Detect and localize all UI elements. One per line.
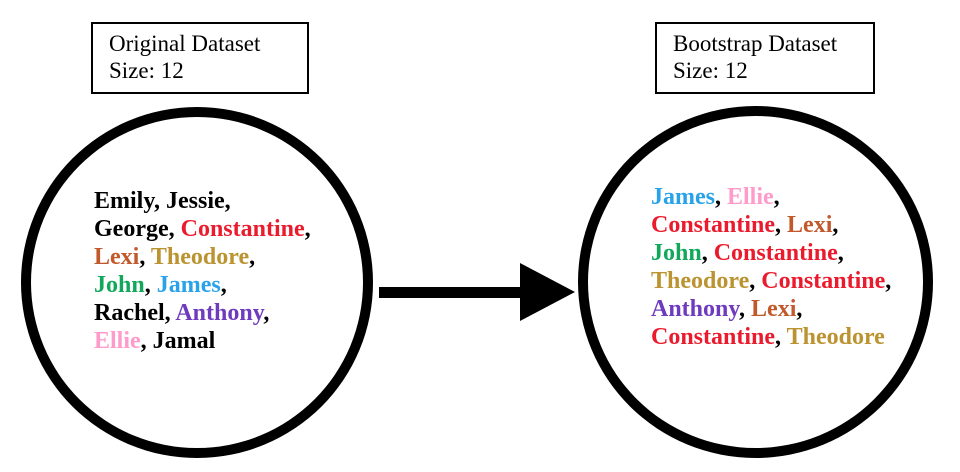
comma-separator: ,	[714, 184, 727, 210]
comma-separator: ,	[775, 212, 788, 238]
comma-separator: ,	[749, 268, 762, 294]
comma-separator: ,	[773, 184, 780, 210]
name-james: James	[651, 184, 715, 210]
name-line: Rachel, Anthony,	[94, 299, 311, 327]
bootstrap-dataset-title: Bootstrap Dataset	[673, 31, 838, 56]
name-line: James, Ellie,	[651, 183, 891, 211]
bootstrap-dataset-label-box: Bootstrap Dataset Size: 12	[655, 22, 875, 94]
name-anthony: Anthony	[651, 296, 740, 322]
bootstrap-names-list: James, Ellie,Constantine, Lexi,John, Con…	[651, 183, 891, 351]
name-george: George	[94, 216, 169, 242]
name-jessie: Jessie	[166, 188, 225, 214]
comma-separator: ,	[164, 300, 176, 326]
name-line: Theodore, Constantine,	[651, 267, 891, 295]
name-constantine: Constantine	[180, 216, 305, 242]
comma-separator: ,	[144, 272, 157, 298]
name-lexi: Lexi	[787, 212, 833, 238]
comma-separator: ,	[249, 244, 256, 270]
comma-separator: ,	[224, 188, 231, 214]
name-anthony: Anthony	[175, 300, 264, 326]
name-line: Emily, Jessie,	[94, 187, 311, 215]
bootstrap-dataset-circle	[578, 106, 933, 458]
name-constantine: Constantine	[761, 268, 886, 294]
name-theodore: Theodore	[786, 324, 885, 350]
name-line: Anthony, Lexi,	[651, 295, 891, 323]
name-ellie: Ellie	[94, 328, 141, 354]
name-constantine: Constantine	[651, 212, 776, 238]
bootstrap-dataset-size: Size: 12	[673, 58, 748, 83]
name-james: James	[156, 272, 221, 298]
name-line: Constantine, Theodore	[651, 323, 891, 351]
comma-separator: ,	[739, 296, 752, 322]
name-line: Constantine, Lexi,	[651, 211, 891, 239]
name-line: John, James,	[94, 271, 311, 299]
name-line: John, Constantine,	[651, 239, 891, 267]
comma-separator: ,	[796, 296, 803, 322]
name-theodore: Theodore	[150, 244, 250, 270]
name-lexi: Lexi	[751, 296, 797, 322]
name-ellie: Ellie	[726, 184, 774, 210]
comma-separator: ,	[701, 240, 714, 266]
name-line: George, Constantine,	[94, 215, 311, 243]
name-line: Lexi, Theodore,	[94, 243, 311, 271]
original-names-list: Emily, Jessie,George, Constantine,Lexi, …	[94, 187, 311, 355]
original-dataset-label-box: Original Dataset Size: 12	[91, 22, 309, 94]
comma-separator: ,	[140, 328, 153, 354]
comma-separator: ,	[885, 268, 892, 294]
comma-separator: ,	[139, 244, 151, 270]
comma-separator: ,	[220, 272, 227, 298]
name-emily: Emily	[94, 188, 155, 214]
name-rachel: Rachel	[94, 300, 165, 326]
comma-separator: ,	[168, 216, 181, 242]
name-john: John	[94, 272, 145, 298]
name-theodore: Theodore	[651, 268, 750, 294]
arrow-head	[520, 263, 575, 321]
comma-separator: ,	[304, 216, 311, 242]
arrow-shaft	[379, 287, 525, 298]
comma-separator: ,	[775, 324, 787, 350]
name-constantine: Constantine	[713, 240, 838, 266]
comma-separator: ,	[263, 300, 270, 326]
original-dataset-circle	[21, 107, 373, 458]
name-constantine: Constantine	[651, 324, 776, 350]
original-dataset-size: Size: 12	[109, 58, 184, 83]
comma-separator: ,	[832, 212, 839, 238]
name-line: Ellie, Jamal	[94, 327, 311, 355]
comma-separator: ,	[837, 240, 844, 266]
name-lexi: Lexi	[94, 244, 140, 270]
name-jamal: Jamal	[152, 328, 216, 354]
original-dataset-title: Original Dataset	[109, 31, 261, 56]
comma-separator: ,	[154, 188, 167, 214]
name-john: John	[651, 240, 702, 266]
